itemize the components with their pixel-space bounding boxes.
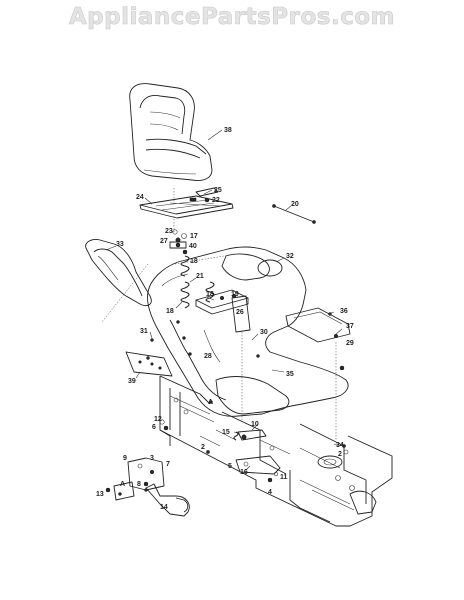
callout-31: 31 xyxy=(140,328,148,335)
callout-18-mid: 18 xyxy=(206,291,214,298)
callout-17: 17 xyxy=(190,233,198,240)
callout-7: 7 xyxy=(166,461,170,468)
callout-A-top: A xyxy=(208,399,213,406)
callout-16: 16 xyxy=(240,469,248,476)
callout-14: 14 xyxy=(160,504,168,511)
seat-rod-part[interactable] xyxy=(272,204,316,224)
callout-24: 24 xyxy=(136,194,144,201)
callout-20: 20 xyxy=(291,201,299,208)
seat-pan-part[interactable] xyxy=(139,195,234,219)
callout-15: 15 xyxy=(222,429,230,436)
callout-34: 34 xyxy=(336,442,344,449)
callout-22: 22 xyxy=(212,197,220,204)
callout-25: 25 xyxy=(214,187,222,194)
callout-28: 28 xyxy=(204,353,212,360)
callout-18-top: 18 xyxy=(190,258,198,265)
callout-27: 27 xyxy=(160,238,168,245)
callout-10: 10 xyxy=(251,421,259,428)
callout-labels: 38 25 24 22 20 23 17 27 40 33 18 32 21 1… xyxy=(96,127,354,511)
callout-35: 35 xyxy=(286,371,294,378)
callout-2-right: 2 xyxy=(338,451,342,458)
seat-adjust-bracket-part[interactable] xyxy=(195,187,219,203)
brake-bracket-part[interactable] xyxy=(113,457,165,501)
callout-21: 21 xyxy=(196,273,204,280)
callout-26: 26 xyxy=(236,309,244,316)
callout-40: 40 xyxy=(189,243,197,250)
callout-30: 30 xyxy=(260,329,268,336)
footrest-right-part[interactable] xyxy=(285,307,351,371)
callout-6: 6 xyxy=(152,424,156,431)
callout-29: 29 xyxy=(346,340,354,347)
callout-33: 33 xyxy=(116,241,124,248)
callout-36: 36 xyxy=(340,308,348,315)
fender-body-part[interactable] xyxy=(147,246,349,417)
callout-23: 23 xyxy=(165,228,173,235)
seat-spring-part[interactable] xyxy=(180,249,215,309)
brake-pedal-part[interactable] xyxy=(145,483,190,517)
fender-trim-part[interactable] xyxy=(85,239,152,307)
frame-part[interactable] xyxy=(159,375,393,527)
callout-37: 37 xyxy=(346,323,354,330)
callout-32: 32 xyxy=(286,253,294,260)
callout-12: 12 xyxy=(154,416,162,423)
callout-A-bottom: A xyxy=(120,481,125,488)
callout-3: 3 xyxy=(150,455,154,462)
callout-9: 9 xyxy=(123,455,127,462)
callout-39: 39 xyxy=(128,378,136,385)
callout-19: 19 xyxy=(231,291,239,298)
floor-plate-part[interactable] xyxy=(215,376,290,415)
callout-4: 4 xyxy=(268,489,272,496)
callout-11: 11 xyxy=(280,474,288,481)
callout-18-left: 18 xyxy=(166,308,174,315)
callout-38: 38 xyxy=(224,127,232,134)
callout-2-left: 2 xyxy=(201,444,205,451)
callout-5: 5 xyxy=(228,463,232,470)
watermark-text: AppliancePartsPros.com xyxy=(68,4,396,31)
frame-hardware-part[interactable] xyxy=(105,419,349,493)
callout-8: 8 xyxy=(137,481,141,488)
leader-lines xyxy=(105,129,343,471)
seat-hardware-part[interactable] xyxy=(169,229,187,249)
pedal-linkage-part[interactable] xyxy=(233,429,281,483)
seat-part[interactable] xyxy=(129,83,213,181)
seat-hinge-bracket-part[interactable] xyxy=(195,289,249,315)
callout-13: 13 xyxy=(96,491,104,498)
step-plate-part[interactable] xyxy=(125,338,173,377)
